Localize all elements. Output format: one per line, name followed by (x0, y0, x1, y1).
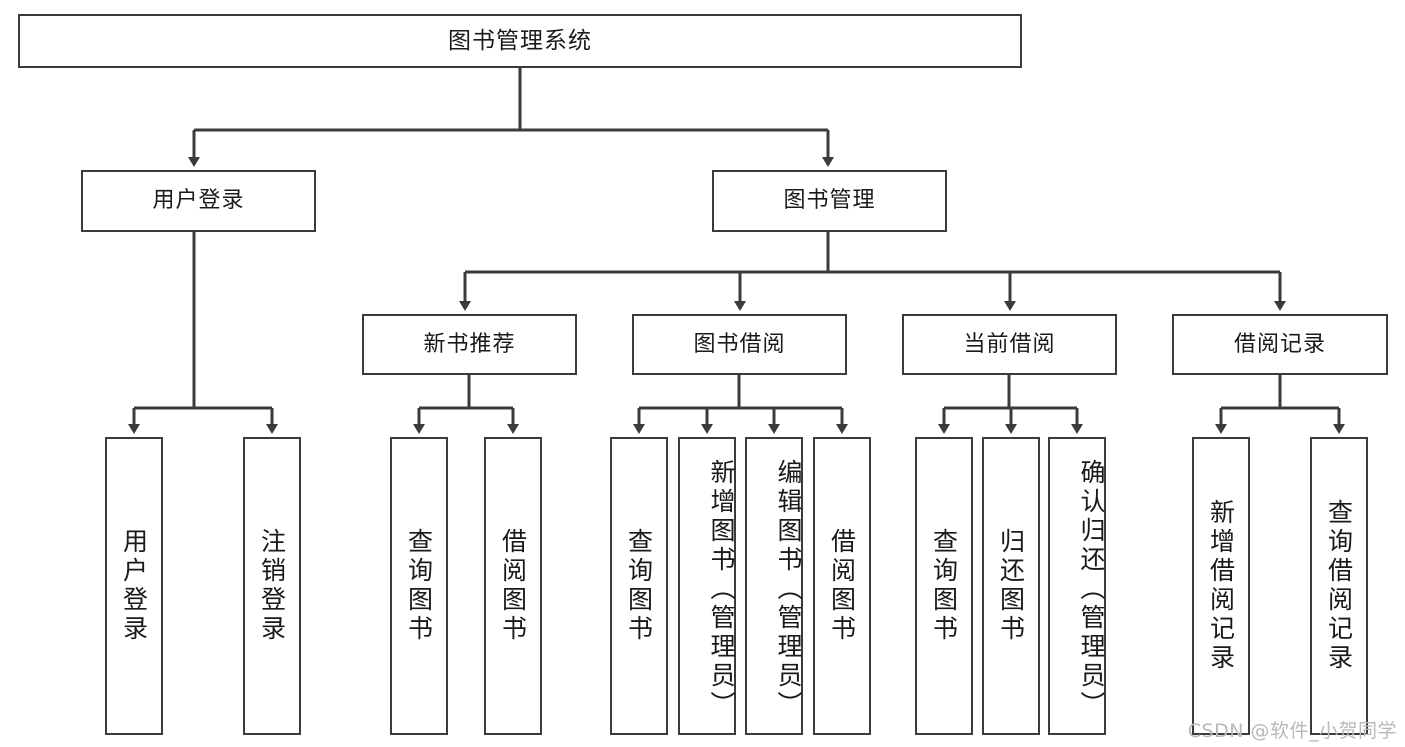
node-book-borrow[interactable]: 图书借阅 (632, 314, 847, 375)
csdn-watermark: CSDN @软件_小贺同学 (1187, 720, 1397, 742)
node-label: 用户登录 (152, 188, 245, 214)
node-label: 新书推荐 (423, 331, 516, 357)
leaf-recommend-borrow-book[interactable]: 借阅图书 (484, 437, 542, 735)
leaf-recommend-query-book[interactable]: 查询图书 (390, 437, 448, 735)
node-label: 注销登录 (257, 528, 287, 644)
leaf-borrow-borrow-book[interactable]: 借阅图书 (813, 437, 871, 735)
node-new-book-recommend[interactable]: 新书推荐 (362, 314, 577, 375)
leaf-borrow-query-book[interactable]: 查询图书 (610, 437, 668, 735)
node-label: 用户登录 (119, 528, 149, 644)
node-label: 当前借阅 (963, 331, 1056, 357)
node-label: 借阅图书 (498, 528, 528, 644)
node-label: 查询图书 (929, 528, 959, 644)
leaf-current-query-book[interactable]: 查询图书 (915, 437, 973, 735)
leaf-borrow-edit-book-admin[interactable]: 编辑图书（管理员） (745, 437, 803, 735)
node-label: 新增借阅记录 (1206, 499, 1236, 673)
node-label: 图书借阅 (693, 331, 786, 357)
node-book-management[interactable]: 图书管理 (712, 170, 947, 232)
node-current-borrow[interactable]: 当前借阅 (902, 314, 1117, 375)
node-user-login[interactable]: 用户登录 (81, 170, 316, 232)
node-label: 确认归还（管理员） (1077, 458, 1106, 720)
node-label: 查询图书 (404, 528, 434, 644)
node-label: 查询借阅记录 (1324, 499, 1354, 673)
leaf-borrow-add-book-admin[interactable]: 新增图书（管理员） (678, 437, 736, 735)
node-root[interactable]: 图书管理系统 (18, 14, 1022, 68)
node-label: 新增图书（管理员） (707, 458, 736, 720)
node-label: 查询图书 (624, 528, 654, 644)
leaf-current-confirm-return-admin[interactable]: 确认归还（管理员） (1048, 437, 1106, 735)
node-label: 图书管理系统 (448, 27, 592, 54)
leaf-record-add-record[interactable]: 新增借阅记录 (1192, 437, 1250, 735)
node-label: 归还图书 (996, 528, 1026, 644)
node-label: 图书管理 (783, 188, 876, 214)
node-label: 借阅图书 (827, 528, 857, 644)
leaf-current-return-book[interactable]: 归还图书 (982, 437, 1040, 735)
node-borrow-record[interactable]: 借阅记录 (1172, 314, 1388, 375)
node-label: 借阅记录 (1233, 331, 1326, 357)
leaf-record-query-record[interactable]: 查询借阅记录 (1310, 437, 1368, 735)
leaf-user-login[interactable]: 用户登录 (105, 437, 163, 735)
node-label: 编辑图书（管理员） (774, 458, 803, 720)
leaf-user-logout[interactable]: 注销登录 (243, 437, 301, 735)
